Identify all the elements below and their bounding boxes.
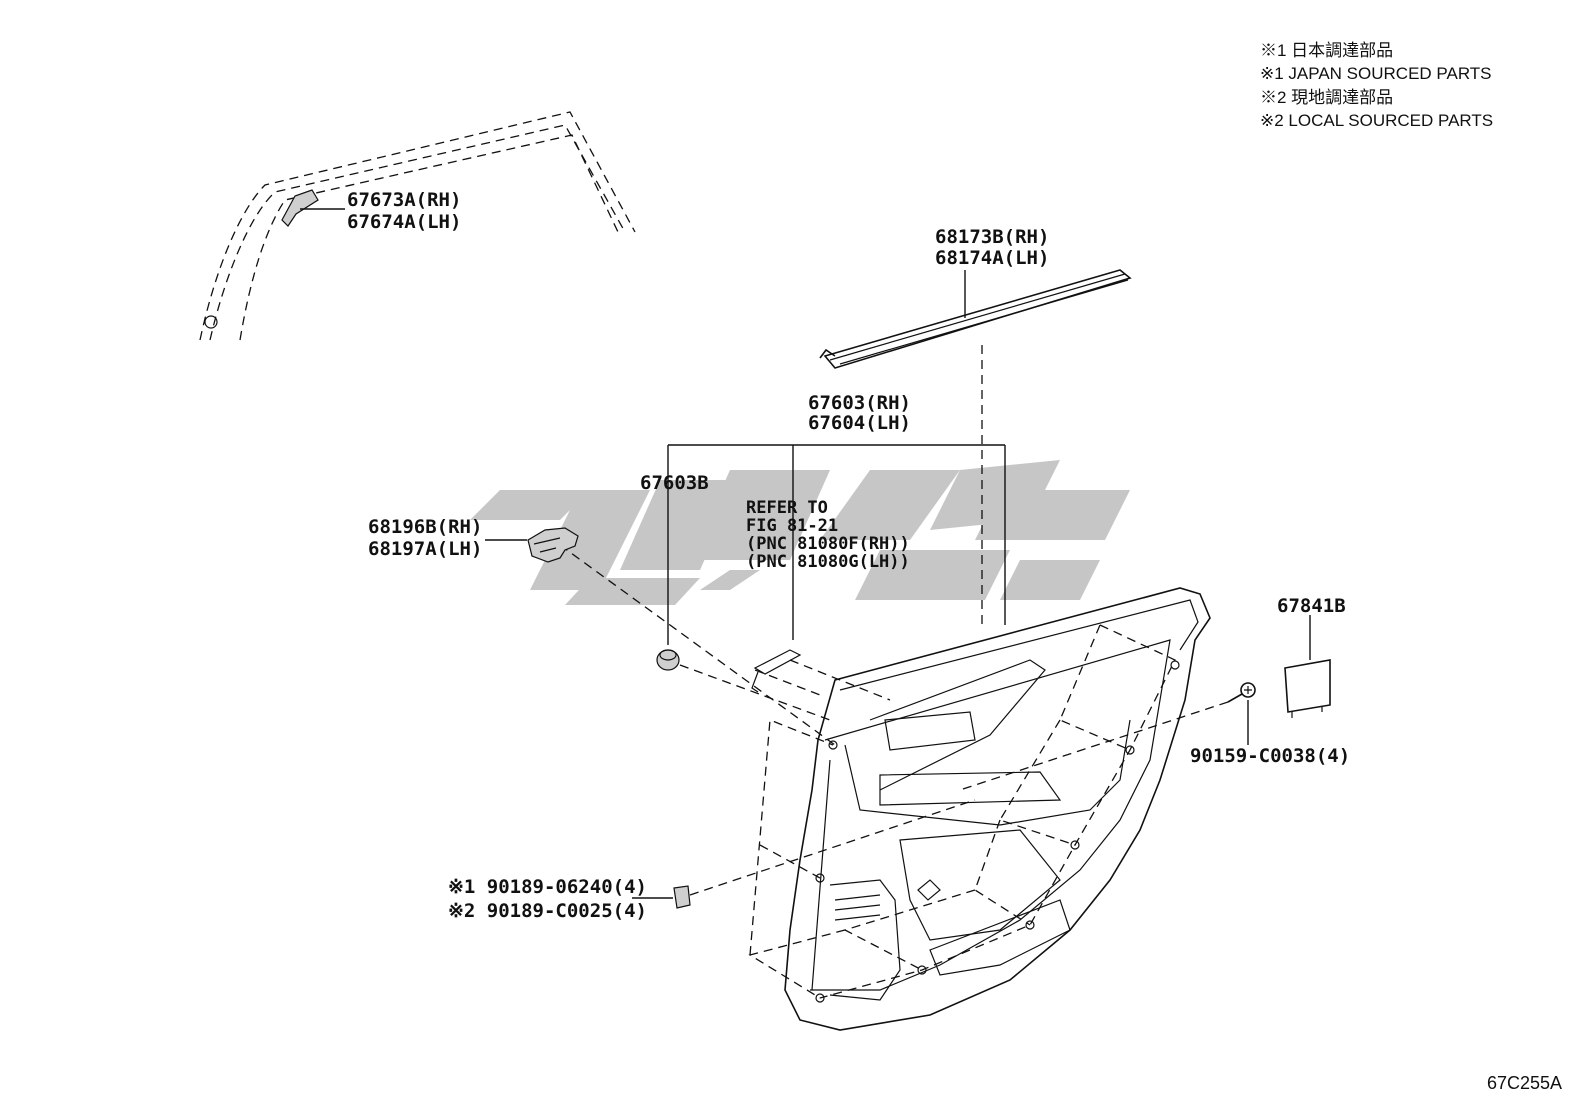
note-2-jp: ※2 現地調達部品 [1260,88,1393,107]
clip-location-dashes [559,544,1229,999]
refer-line-2: FIG 81-21 [746,516,838,536]
label-68197a: 68197A(LH) [368,538,482,560]
note-1-en: ※1 JAPAN SOURCED PARTS [1260,64,1492,83]
note-1-jp: ※1 日本調達部品 [1260,41,1393,60]
door-frame-weatherstrip [199,111,636,341]
part-68196b-bracket [527,527,579,563]
label-68196b: 68196B(RH) [368,516,482,538]
part-inner-handle-rod [751,649,802,693]
label-68174a: 68174A(LH) [935,247,1049,269]
note-2-en: ※2 LOCAL SOURCED PARTS [1260,111,1493,130]
label-67673a: 67673A(RH) [347,189,461,211]
label-90159: 90159-C0038(4) [1190,745,1350,767]
label-90189-c0025: ※2 90189-C0025(4) [448,900,647,922]
part-67603-door-trim-panel [784,587,1211,1031]
label-67674a: 67674A(LH) [347,211,461,233]
label-67604: 67604(LH) [808,412,911,434]
watermark-logo [470,460,1130,605]
part-67673a-cover [281,189,319,227]
label-68173b: 68173B(RH) [935,226,1049,248]
part-67841b-cover [1284,659,1331,718]
label-67603: 67603(RH) [808,392,911,414]
part-67603b-clip [656,649,680,671]
refer-line-1: REFER TO [746,498,828,518]
label-67603b: 67603B [640,472,709,494]
label-67841b: 67841B [1277,595,1346,617]
part-90159-screw [1227,682,1256,703]
label-90189-06240: ※1 90189-06240(4) [448,876,647,898]
bracket-67603 [667,444,1006,645]
part-90189-clip [673,885,691,909]
refer-line-3: (PNC 81080F(RH)) [746,534,910,554]
refer-line-4: (PNC 81080G(LH)) [746,552,910,572]
part-68173b-belt-moulding [819,269,1132,369]
diagram-code: 67C255A [1487,1073,1562,1093]
